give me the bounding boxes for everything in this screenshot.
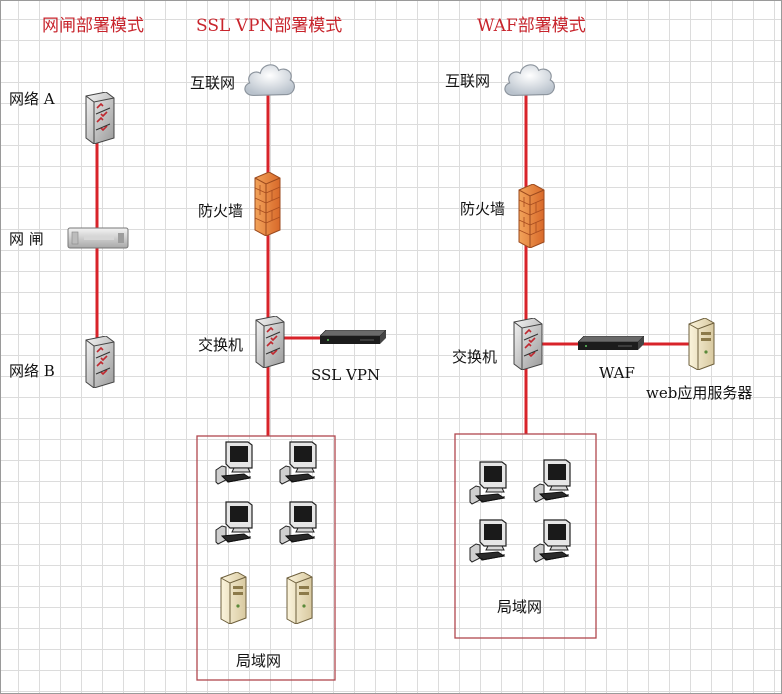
network-a-router-icon: [85, 92, 115, 144]
waf-pc-icon: [533, 459, 571, 503]
web-server-icon: [688, 318, 715, 370]
sslvpn-firewall-icon: [254, 172, 281, 236]
waf-lan-box: [454, 433, 597, 639]
waf-internet-cloud-icon: [504, 64, 556, 97]
waf-section: [454, 64, 715, 639]
ssl-vpn-device-icon: [320, 330, 386, 344]
sslvpn-lan-server-icon: [220, 572, 247, 624]
sslvpn-switch-label: 交换机: [198, 336, 244, 354]
waf-switch-icon: [513, 318, 543, 370]
waf-pc-icon: [469, 461, 507, 505]
sslvpn-lan-label: 局域网: [236, 652, 282, 670]
waf-label: WAF: [599, 364, 635, 382]
sslvpn-section: [196, 64, 386, 681]
waf-title: WAF部署模式: [477, 16, 586, 36]
gatekeeper-label: 网 闸: [9, 230, 44, 248]
sslvpn-firewall-label: 防火墙: [198, 202, 244, 220]
waf-internet-label: 互联网: [445, 72, 491, 90]
gatekeeper-device-icon: [67, 227, 129, 249]
sslvpn-pc-icon: [279, 441, 317, 485]
sslvpn-pc-icon: [215, 501, 253, 545]
waf-device-icon: [578, 336, 644, 350]
sslvpn-pc-icon: [215, 441, 253, 485]
sslvpn-lan-server-icon: [286, 572, 313, 624]
waf-pc-icon: [533, 519, 571, 563]
network-b-router-icon: [85, 336, 115, 388]
sslvpn-internet-cloud-icon: [244, 64, 296, 97]
gatekeeper-section: [67, 92, 129, 388]
sslvpn-title: SSL VPN部署模式: [196, 16, 343, 36]
sslvpn-internet-label: 互联网: [190, 74, 236, 92]
sslvpn-lan-box: [196, 435, 336, 681]
network-a-label: 网络 A: [9, 90, 55, 108]
ssl-vpn-label: SSL VPN: [311, 366, 381, 384]
network-b-label: 网络 B: [9, 362, 55, 380]
waf-firewall-icon: [518, 184, 545, 248]
web-server-label: web应用服务器: [646, 384, 753, 402]
waf-lan-label: 局域网: [497, 598, 543, 616]
waf-pc-icon: [469, 519, 507, 563]
gatekeeper-title: 网闸部署模式: [42, 16, 144, 36]
sslvpn-switch-icon: [255, 316, 285, 368]
waf-switch-label: 交换机: [452, 348, 498, 366]
sslvpn-pc-icon: [279, 501, 317, 545]
waf-firewall-label: 防火墙: [460, 200, 506, 218]
